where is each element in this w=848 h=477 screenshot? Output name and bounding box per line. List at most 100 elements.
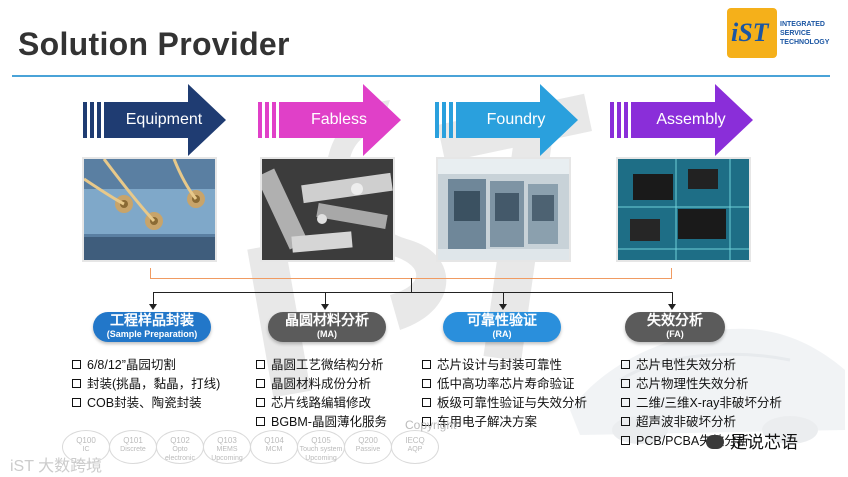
service-list-3: 芯片设计与封装可靠性低中高功率芯片寿命验证板级可靠性验证与失效分析车用电子解决方… <box>422 356 587 432</box>
title-divider <box>12 75 830 77</box>
checkbox-bullet-icon <box>621 417 630 426</box>
list-item-text: 车用电子解决方案 <box>437 415 538 429</box>
standard-code: IECQ <box>405 436 425 445</box>
checkbox-bullet-icon <box>72 398 81 407</box>
wechat-icon <box>706 435 724 449</box>
checkbox-bullet-icon <box>422 398 431 407</box>
checkbox-bullet-icon <box>72 360 81 369</box>
checkbox-bullet-icon <box>256 379 265 388</box>
service-title: 工程样品封装 <box>110 312 194 328</box>
checkbox-bullet-icon <box>422 417 431 426</box>
service-list-2: 晶圆工艺微结构分析晶圆材料成份分析芯片线路编辑修改 BGBM-晶圆薄化服务 <box>256 356 387 432</box>
checkbox-bullet-icon <box>621 398 630 407</box>
standard-desc: MEMS Upcoming <box>211 446 243 462</box>
standard-desc: Opto electronic <box>165 446 195 462</box>
tree-arrow-4 <box>668 292 676 310</box>
footer-source-watermark: iST 大数跨境 <box>10 458 103 475</box>
service-subtitle: (Sample Preparation) <box>106 329 198 339</box>
copyright-watermark: Copyright <box>405 418 457 432</box>
list-item: 车用电子解决方案 <box>422 413 587 432</box>
logo-mark: iST <box>731 18 769 47</box>
list-item: COB封装、陶瓷封装 <box>72 394 220 413</box>
standard-desc: Passive <box>355 446 381 453</box>
list-item: 低中高功率芯片寿命验证 <box>422 375 587 394</box>
list-item-text: 超声波非破坏分析 <box>636 415 737 429</box>
checkbox-bullet-icon <box>621 360 630 369</box>
list-item: BGBM-晶圆薄化服务 <box>256 413 387 432</box>
standard-code: Q103 <box>217 436 237 445</box>
checkbox-bullet-icon <box>621 379 630 388</box>
list-item: 封装(挑晶，黏晶，打线) <box>72 375 220 394</box>
list-item-text: 低中高功率芯片寿命验证 <box>437 377 575 391</box>
standard-desc: IC <box>82 446 90 453</box>
standard-code: Q102 <box>170 436 190 445</box>
list-item-text: 晶圆工艺微结构分析 <box>271 358 384 372</box>
service-title: 失效分析 <box>647 312 703 328</box>
list-item-text: 芯片物理性失效分析 <box>636 377 749 391</box>
standard-code: Q100 <box>76 436 96 445</box>
standard-code: Q200 <box>358 436 378 445</box>
logo-badge: iST <box>727 8 777 58</box>
standard-desc: Discrete <box>120 446 146 453</box>
company-logo: iST INTEGRATED SERVICE TECHNOLOGY <box>727 8 839 60</box>
checkbox-bullet-icon <box>256 398 265 407</box>
list-item-text: 芯片设计与封装可靠性 <box>437 358 563 372</box>
stage-label: Assembly <box>656 111 726 128</box>
footer-account-name: 是说芯语 <box>730 433 798 452</box>
stage-arrow-assembly: Assembly <box>610 84 755 156</box>
list-item-text: 晶圆材料成份分析 <box>271 377 372 391</box>
checkbox-bullet-icon <box>422 379 431 388</box>
service-pill-4: 失效分析(FA) <box>625 312 725 342</box>
checkbox-bullet-icon <box>72 379 81 388</box>
service-title: 可靠性验证 <box>467 312 537 328</box>
tree-arrow-1 <box>149 292 157 310</box>
stage-arrow-equipment: Equipment <box>83 84 228 156</box>
stage-label: Equipment <box>125 111 203 128</box>
photo-equipment-wire-bonding <box>82 157 217 262</box>
tree-stem <box>411 278 412 292</box>
standard-code: Q104 <box>264 436 284 445</box>
list-item: 芯片物理性失效分析 <box>621 375 782 394</box>
list-item: 芯片设计与封装可靠性 <box>422 356 587 375</box>
list-item-text: BGBM-晶圆薄化服务 <box>271 415 387 429</box>
checkbox-bullet-icon <box>256 417 265 426</box>
service-subtitle: (MA) <box>317 329 337 339</box>
checkbox-bullet-icon <box>621 436 630 445</box>
service-pill-2: 晶圆材料分析(MA) <box>268 312 386 342</box>
list-item-text: 二维/三维X-ray非破坏分析 <box>636 396 782 410</box>
list-item: 晶圆工艺微结构分析 <box>256 356 387 375</box>
page-title: Solution Provider <box>18 26 290 62</box>
footer-account-label: 是说芯语 <box>706 428 798 453</box>
checkbox-bullet-icon <box>256 360 265 369</box>
standard-desc: AQP <box>407 446 423 453</box>
list-item: 二维/三维X-ray非破坏分析 <box>621 394 782 413</box>
logo-line-1: INTEGRATED <box>780 21 825 28</box>
service-pill-1: 工程样品封装(Sample Preparation) <box>93 312 211 342</box>
photo-fabless-microstructure <box>260 157 395 262</box>
list-item: 6/8/12”晶园切割 <box>72 356 220 375</box>
stage-arrow-fabless: Fabless <box>258 84 403 156</box>
service-subtitle: (FA) <box>666 329 684 339</box>
logo-line-3: TECHNOLOGY <box>780 39 830 46</box>
list-item: 超声波非破坏分析 <box>621 413 782 432</box>
standard-code: Q105 <box>311 436 331 445</box>
list-item-text: 芯片电性失效分析 <box>636 358 737 372</box>
stage-arrow-foundry: Foundry <box>435 84 580 156</box>
photo-foundry-test-chambers <box>436 157 571 262</box>
list-item-text: 封装(挑晶，黏晶，打线) <box>87 377 221 391</box>
tree-arrow-3 <box>499 292 507 310</box>
list-item-text: 芯片线路编辑修改 <box>271 396 372 410</box>
service-subtitle: (RA) <box>492 329 512 339</box>
tree-arrow-2 <box>321 292 329 310</box>
checkbox-bullet-icon <box>422 360 431 369</box>
list-item: 晶圆材料成份分析 <box>256 375 387 394</box>
standard-desc: MCM <box>265 446 283 453</box>
service-list-1: 6/8/12”晶园切割封装(挑晶，黏晶，打线) COB封装、陶瓷封装 <box>72 356 220 413</box>
logo-line-2: SERVICE <box>780 30 811 37</box>
list-item-text: COB封装、陶瓷封装 <box>87 396 202 410</box>
